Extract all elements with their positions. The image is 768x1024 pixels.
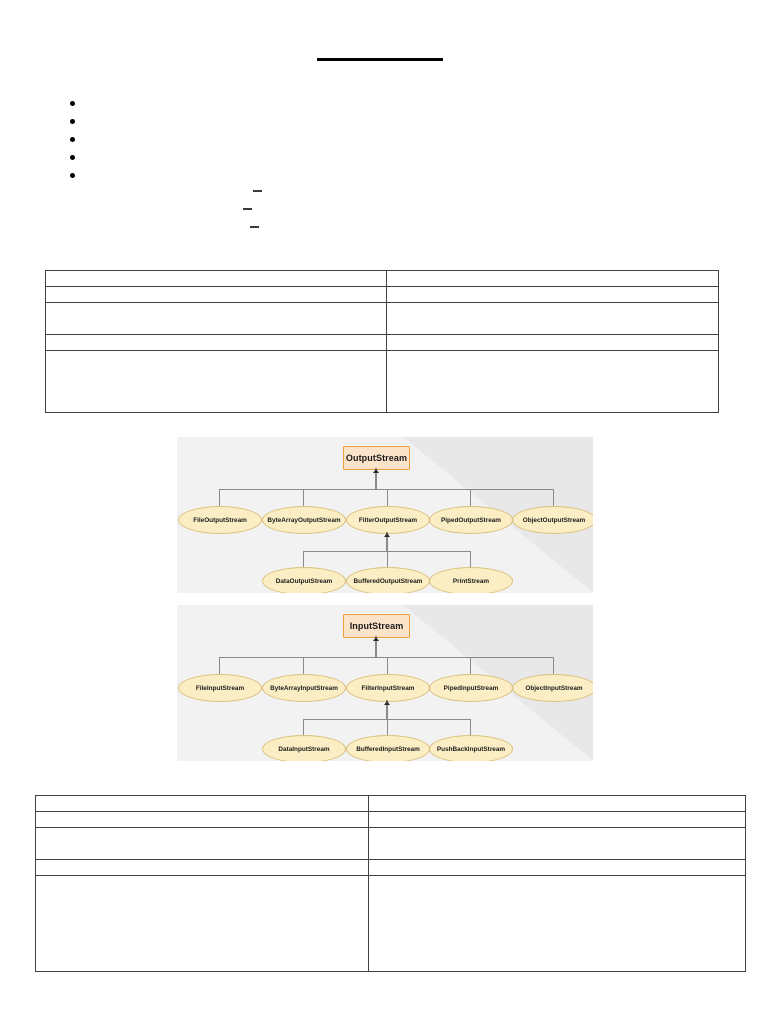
table-cell xyxy=(35,827,369,860)
inheritance-drop xyxy=(387,719,388,735)
table-row xyxy=(45,302,719,335)
class-node-objectinputstream: ObjectInputStream xyxy=(512,674,593,702)
bullet-item xyxy=(68,95,688,113)
class-node-pipedinputstream: PipedInputStream xyxy=(429,674,513,702)
inheritance-drop xyxy=(387,657,388,674)
inheritance-drop xyxy=(303,719,304,735)
table-cell xyxy=(386,270,719,287)
inheritance-stem xyxy=(386,700,388,719)
table-cell xyxy=(45,350,387,413)
title-underline xyxy=(317,58,443,61)
table-row xyxy=(45,350,719,413)
inheritance-drop xyxy=(470,719,471,735)
table-cell xyxy=(368,875,746,972)
inheritance-arrow-icon xyxy=(384,701,390,705)
dash-item xyxy=(240,182,700,200)
class-node-bufferedoutputstream: BufferedOutputStream xyxy=(346,567,430,593)
class-node-bytearrayinputstream: ByteArrayInputStream xyxy=(262,674,346,702)
inheritance-arrow-icon xyxy=(372,469,379,473)
inheritance-bus xyxy=(303,551,470,552)
inheritance-drop xyxy=(553,489,554,506)
inheritance-drop xyxy=(470,657,471,674)
table-row xyxy=(45,334,719,351)
class-node-pipedoutputstream: PipedOutputStream xyxy=(429,506,513,534)
table-row xyxy=(35,859,746,876)
bullet-item xyxy=(68,131,688,149)
table-row xyxy=(35,827,746,860)
inheritance-drop xyxy=(553,657,554,674)
class-node-filterinputstream: FilterInputStream xyxy=(346,674,430,702)
table-cell xyxy=(386,302,719,335)
inheritance-stem xyxy=(374,636,377,657)
table-cell xyxy=(35,859,369,876)
class-node-objectoutputstream: ObjectOutputStream xyxy=(512,506,593,534)
table-cell xyxy=(368,827,746,860)
inheritance-bus xyxy=(303,719,470,720)
page-title xyxy=(317,40,443,57)
table-bottom xyxy=(35,795,746,972)
root-class-box: OutputStream xyxy=(343,446,410,470)
table-row xyxy=(45,270,719,287)
table-cell xyxy=(35,875,369,972)
class-node-dataoutputstream: DataOutputStream xyxy=(262,567,346,593)
table-cell xyxy=(368,811,746,828)
bullet-item xyxy=(68,149,688,167)
class-node-datainputstream: DataInputStream xyxy=(262,735,346,761)
table-row xyxy=(35,875,746,972)
class-node-pushbackinputstream: PushBackInputStream xyxy=(429,735,513,761)
inheritance-drop xyxy=(219,489,220,506)
table-cell xyxy=(45,302,387,335)
table-cell xyxy=(45,286,387,303)
table-cell xyxy=(45,270,387,287)
inheritance-bus xyxy=(219,657,553,658)
inheritance-drop xyxy=(303,551,304,567)
table-row xyxy=(35,811,746,828)
inheritance-drop xyxy=(387,551,388,567)
table-top xyxy=(45,270,719,413)
table-cell xyxy=(45,334,387,351)
class-node-fileoutputstream: FileOutputStream xyxy=(178,506,262,534)
table-row xyxy=(45,286,719,303)
class-node-filteroutputstream: FilterOutputStream xyxy=(346,506,430,534)
bullet-list xyxy=(68,95,688,185)
inheritance-drop xyxy=(470,551,471,567)
inheritance-drop xyxy=(219,657,220,674)
class-node-bufferedinputstream: BufferedInputStream xyxy=(346,735,430,761)
inheritance-drop xyxy=(470,489,471,506)
table-cell xyxy=(35,795,369,812)
inheritance-stem xyxy=(374,468,377,489)
inheritance-stem xyxy=(386,532,388,551)
dash-sublist xyxy=(240,182,700,236)
inheritance-drop xyxy=(387,489,388,506)
dash-item xyxy=(240,218,700,236)
table-row xyxy=(35,795,746,812)
table-cell xyxy=(368,859,746,876)
bullet-item xyxy=(68,167,688,185)
inheritance-arrow-icon xyxy=(372,637,379,641)
inheritance-arrow-icon xyxy=(384,533,390,537)
table-cell xyxy=(386,334,719,351)
inheritance-bus xyxy=(219,489,553,490)
inheritance-drop xyxy=(303,489,304,506)
table-cell xyxy=(368,795,746,812)
table-cell xyxy=(386,286,719,303)
bullet-item xyxy=(68,113,688,131)
class-node-bytearrayoutputstream: ByteArrayOutputStream xyxy=(262,506,346,534)
class-node-printstream: PrintStream xyxy=(429,567,513,593)
class-node-fileinputstream: FileInputStream xyxy=(178,674,262,702)
dash-item xyxy=(240,200,700,218)
inheritance-drop xyxy=(303,657,304,674)
table-cell xyxy=(386,350,719,413)
root-class-box: InputStream xyxy=(343,614,410,638)
table-cell xyxy=(35,811,369,828)
